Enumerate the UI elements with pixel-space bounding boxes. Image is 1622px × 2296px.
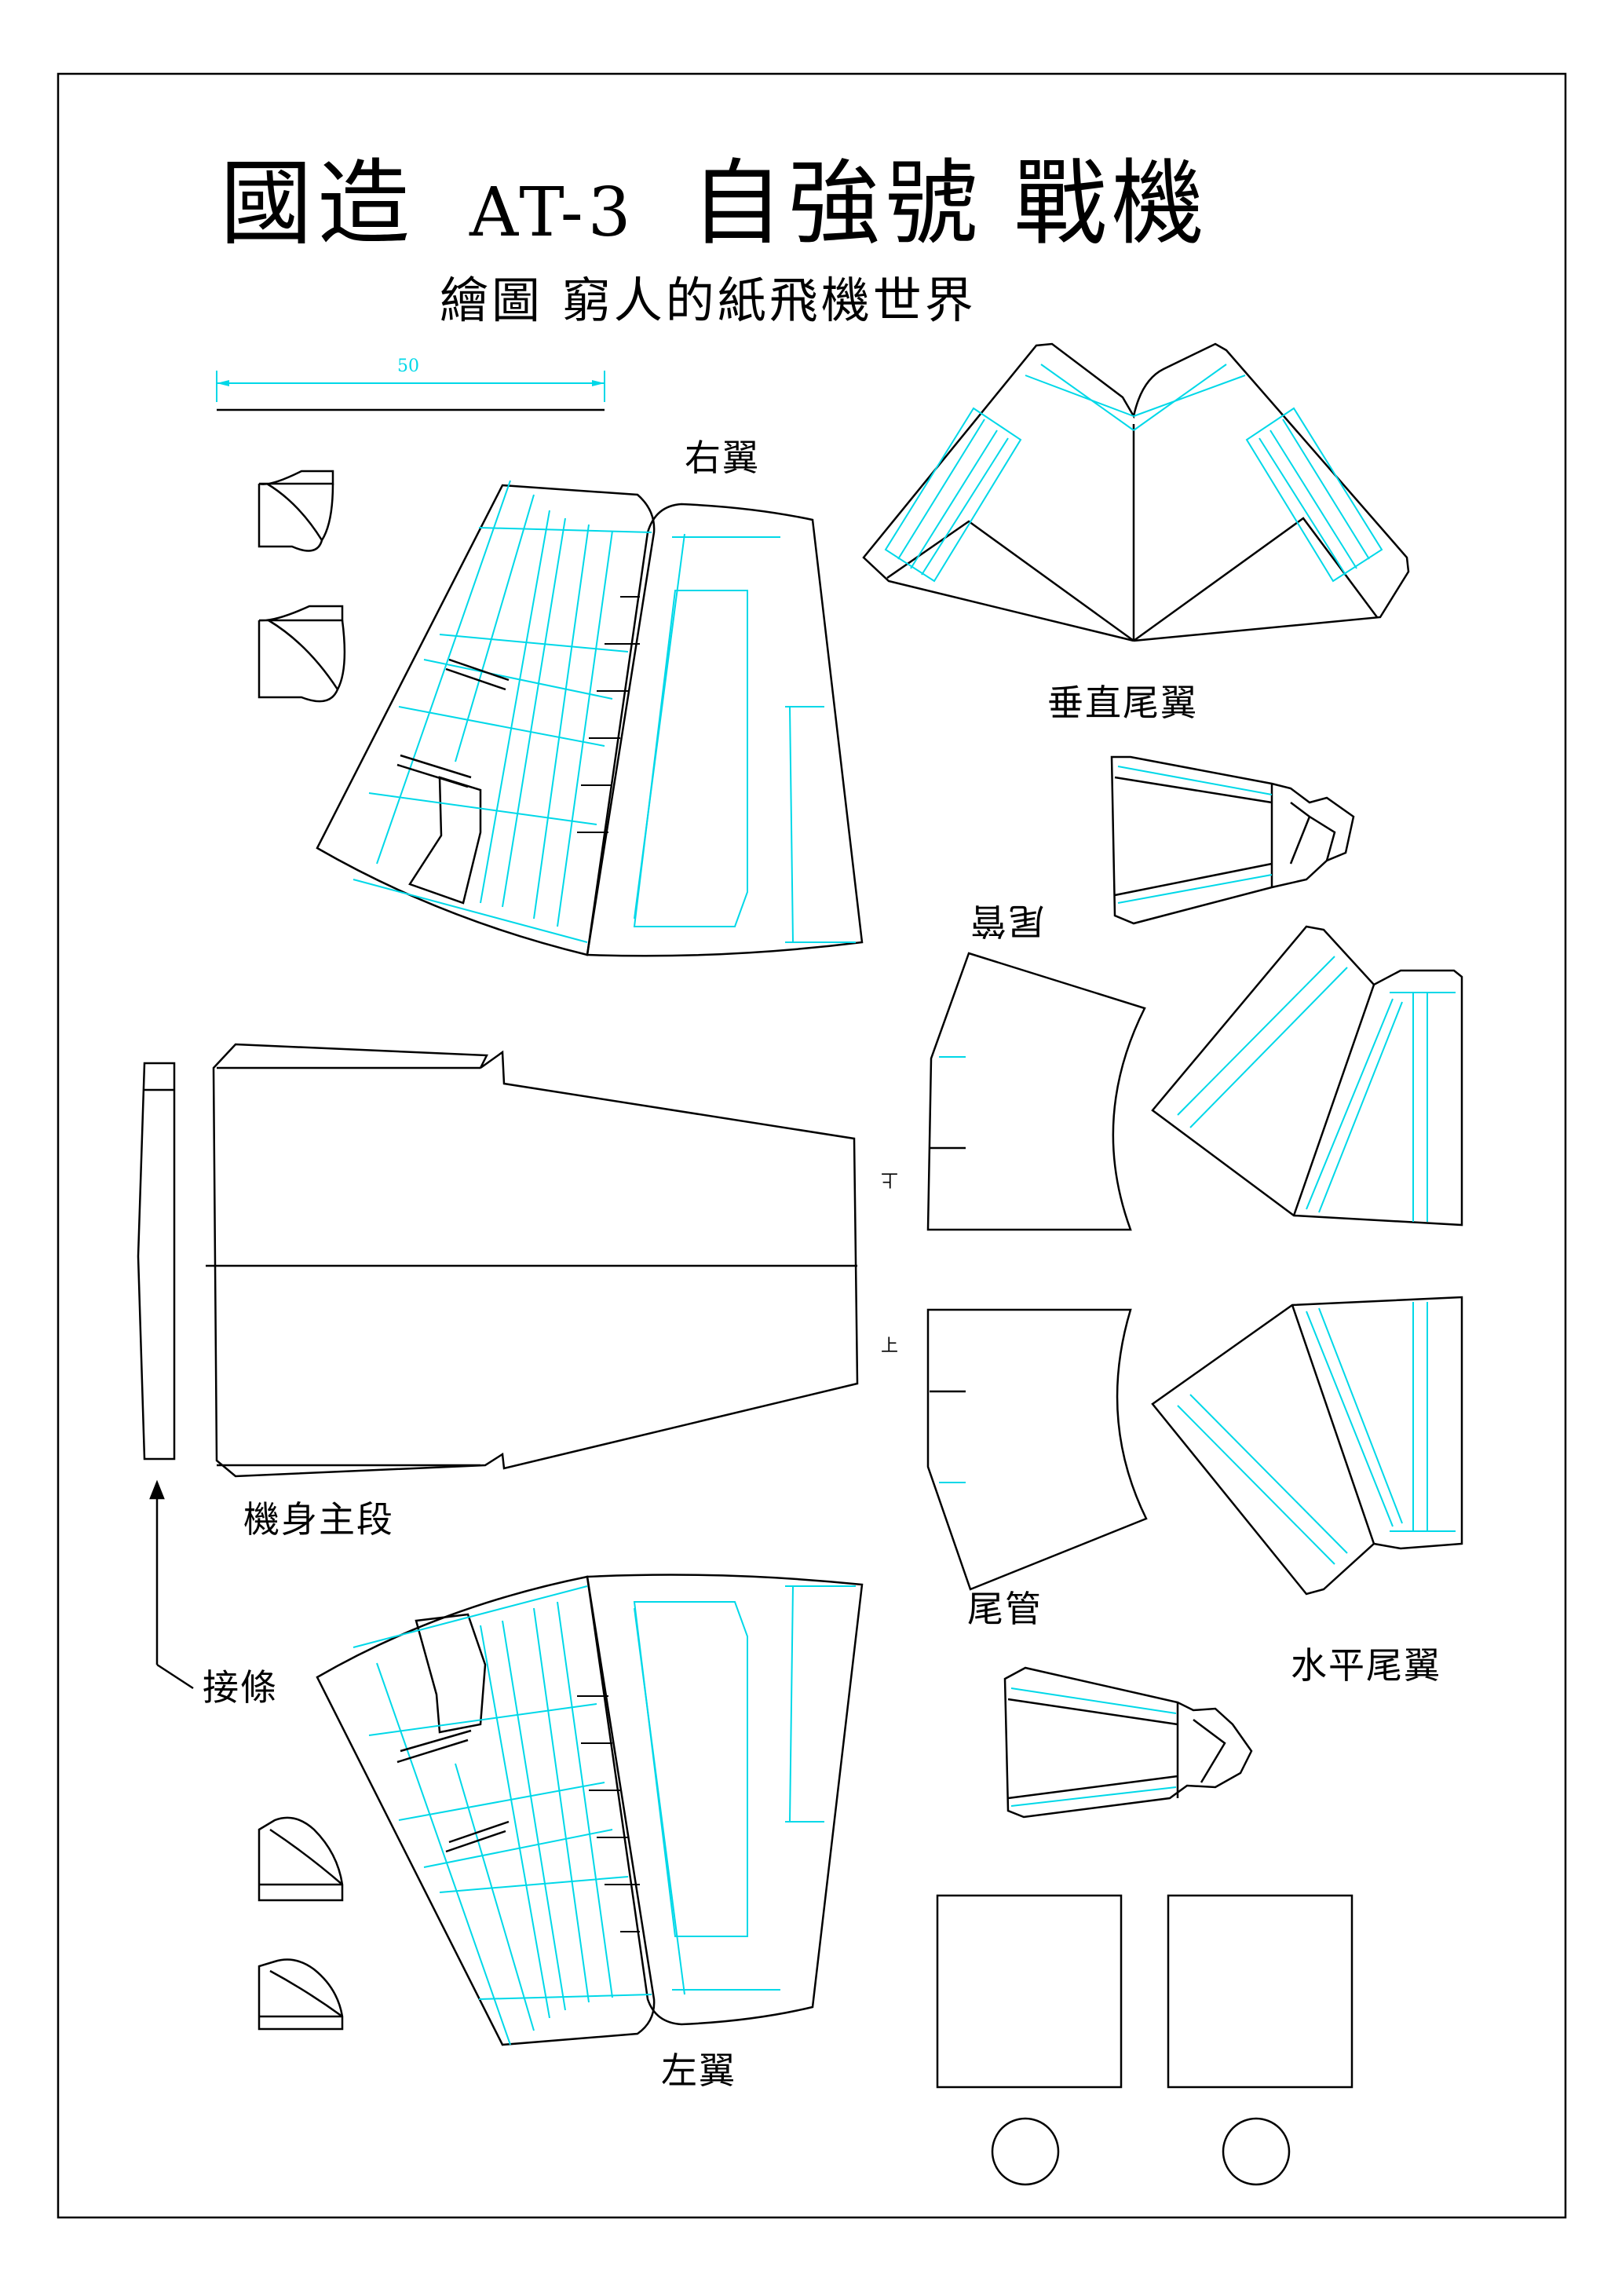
label-tail-pipe-lower: 尾管: [967, 1588, 1043, 1630]
fuselage-main-part: [206, 1043, 859, 1478]
label-joint-strip: 接條: [203, 1666, 278, 1709]
label-left-wing: 左翼: [661, 2049, 736, 2092]
horizontal-tail-lower-part: [1151, 1296, 1463, 1596]
title-part-3: 自強號: [690, 149, 983, 258]
wing-root-tab-2: [258, 605, 346, 703]
wing-root-tab-1: [258, 470, 334, 552]
wheel-panel-right: [1167, 1894, 1353, 2089]
title-part-1: 國造: [220, 149, 415, 258]
right-wing-part: [316, 480, 864, 957]
label-horizontal-tail: 水平尾翼: [1291, 1644, 1441, 1687]
joint-arrow: [149, 1479, 194, 1690]
scale-bar-value: 50: [397, 356, 419, 376]
nose-cone-upper-part: [1110, 755, 1355, 925]
label-fuselage-main: 機身主段: [243, 1498, 394, 1541]
title-part-4: 戰機: [1014, 149, 1209, 258]
label-right-wing: 右翼: [685, 437, 760, 479]
scale-bar: [216, 371, 605, 411]
title-part-2: AT-3: [469, 174, 636, 252]
wing-root-tab-3: [258, 1816, 344, 1902]
sheet-border: [57, 72, 1567, 2219]
wing-root-tab-4: [258, 1958, 344, 2031]
nose-cone-lower-part: [1003, 1666, 1253, 1819]
tail-pipe-upper-part: [926, 952, 1146, 1231]
vertical-tail-part: [862, 342, 1410, 642]
tail-pipe-lower-part: [926, 1308, 1148, 1591]
label-mark-lower: 上: [881, 1336, 899, 1356]
page-subtitle: 繪圖 窮人的紙飛機世界: [440, 272, 977, 329]
joint-strip-part: [137, 1062, 176, 1461]
wheel-panel-left: [936, 1894, 1123, 2089]
label-tail-pipe-upper: 尾管: [969, 900, 1044, 942]
wheel-left: [991, 2117, 1060, 2186]
label-mark-upper: 上: [881, 1169, 899, 1189]
horizontal-tail-upper-part: [1151, 925, 1463, 1227]
wheel-right: [1222, 2117, 1291, 2186]
left-wing-part: [316, 1574, 864, 2046]
label-vertical-tail: 垂直尾翼: [1047, 682, 1198, 724]
